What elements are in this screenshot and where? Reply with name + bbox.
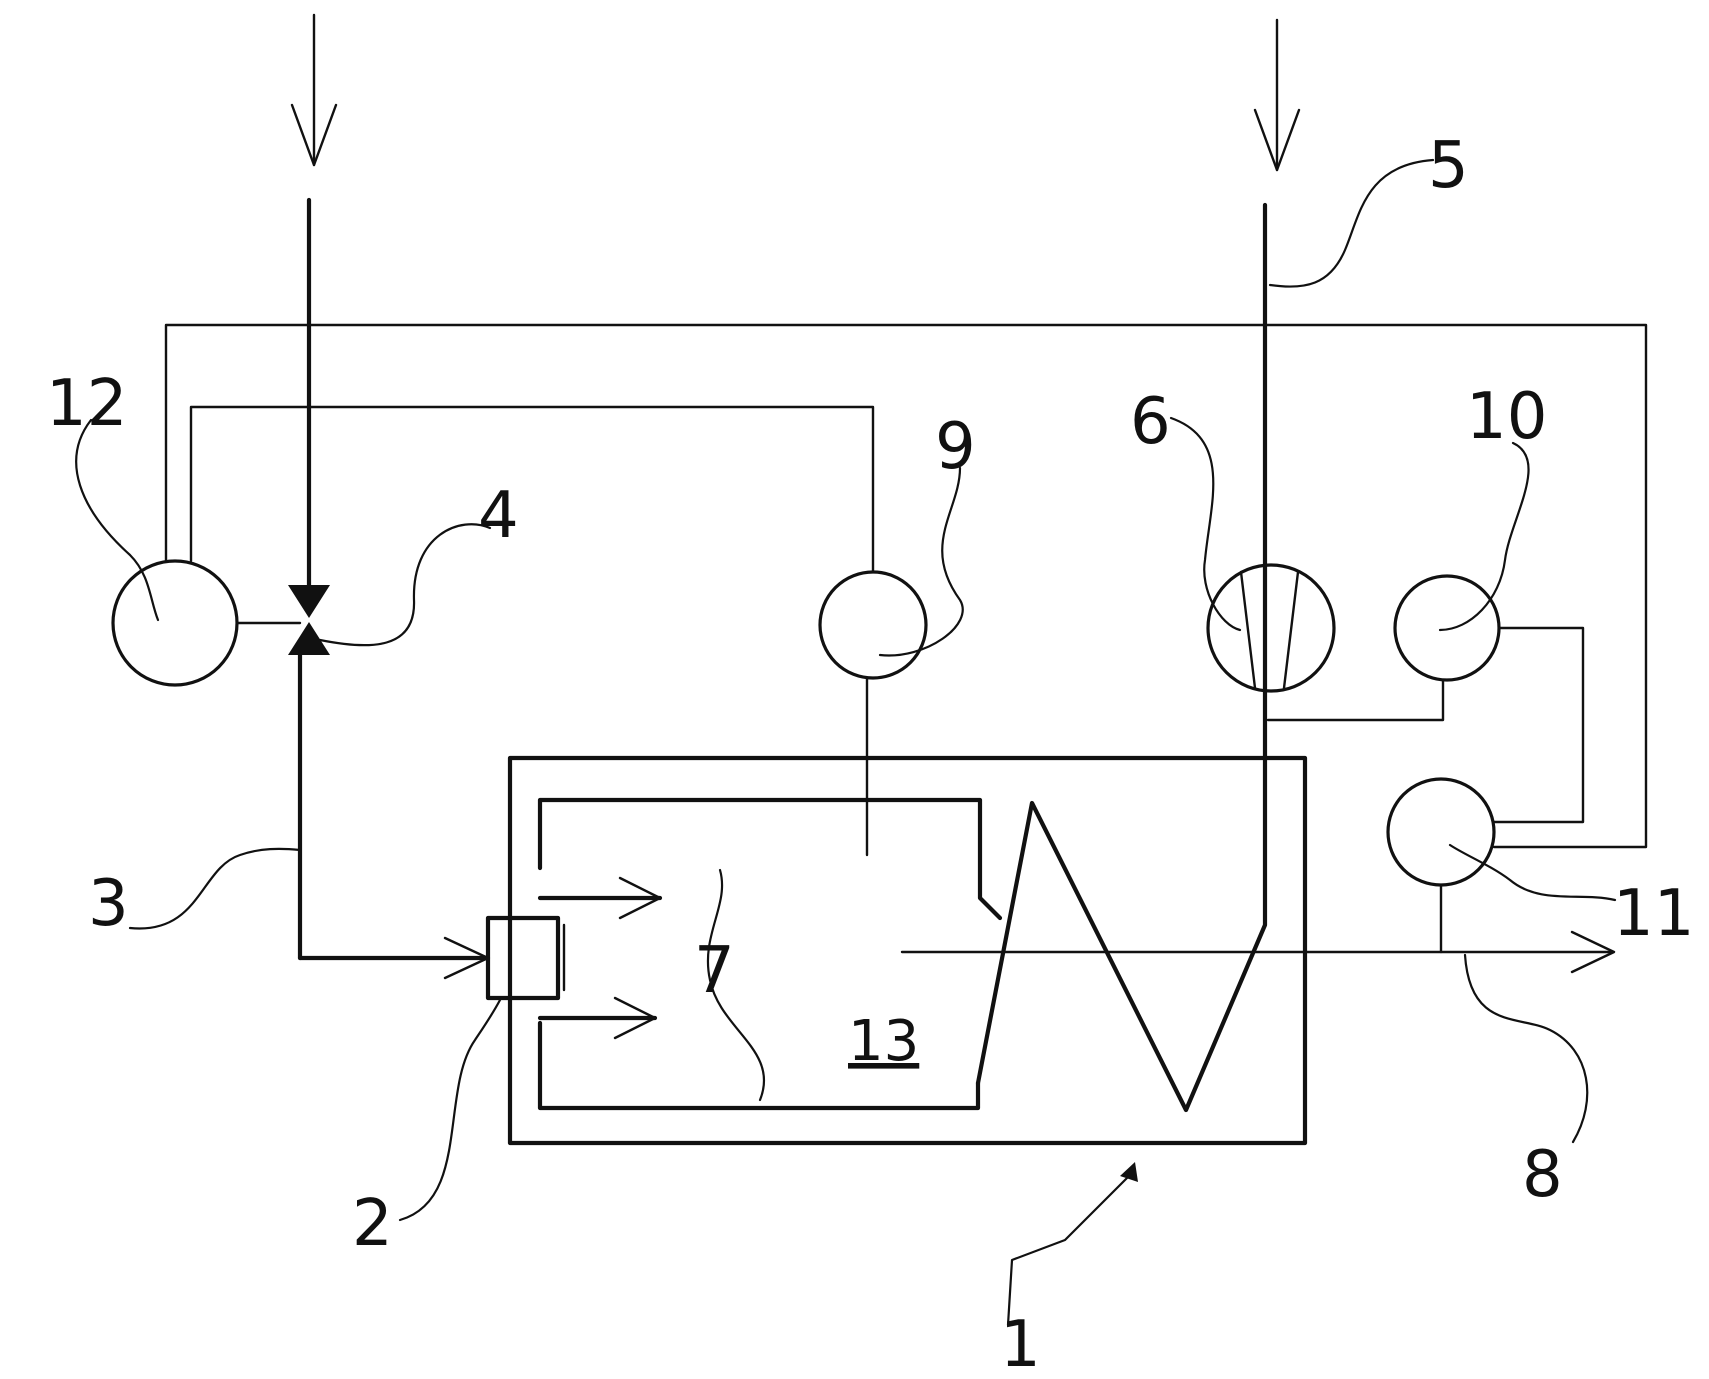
label-6: 6: [1130, 385, 1171, 459]
sensor-10: [1268, 576, 1583, 822]
label-4: 4: [478, 479, 519, 553]
left-inlet-arrow: [292, 15, 336, 165]
label-3: 3: [88, 867, 129, 941]
label-11: 11: [1613, 877, 1694, 951]
label-2: 2: [352, 1187, 393, 1261]
label-7: 7: [694, 934, 735, 1008]
label-1: 1: [1000, 1308, 1041, 1379]
label-12: 12: [46, 367, 127, 441]
label-8: 8: [1522, 1138, 1563, 1212]
label-9: 9: [935, 410, 976, 484]
label-13: 13: [848, 1009, 919, 1074]
burner: [488, 918, 564, 998]
boiler-housing: [510, 758, 1305, 1143]
combustion-chamber: [540, 800, 1000, 1108]
control-valve: [288, 585, 330, 655]
sensor-11: [1388, 779, 1494, 952]
heat-exchanger-coil: [978, 205, 1265, 1110]
flow-meter-6: [1208, 565, 1334, 691]
label-5: 5: [1428, 129, 1469, 203]
sensor-9: [820, 572, 926, 855]
label-10: 10: [1466, 380, 1547, 454]
housing-pointer: [1008, 1162, 1138, 1325]
fuel-line: [300, 200, 488, 978]
right-inlet-arrow: [1255, 20, 1299, 170]
